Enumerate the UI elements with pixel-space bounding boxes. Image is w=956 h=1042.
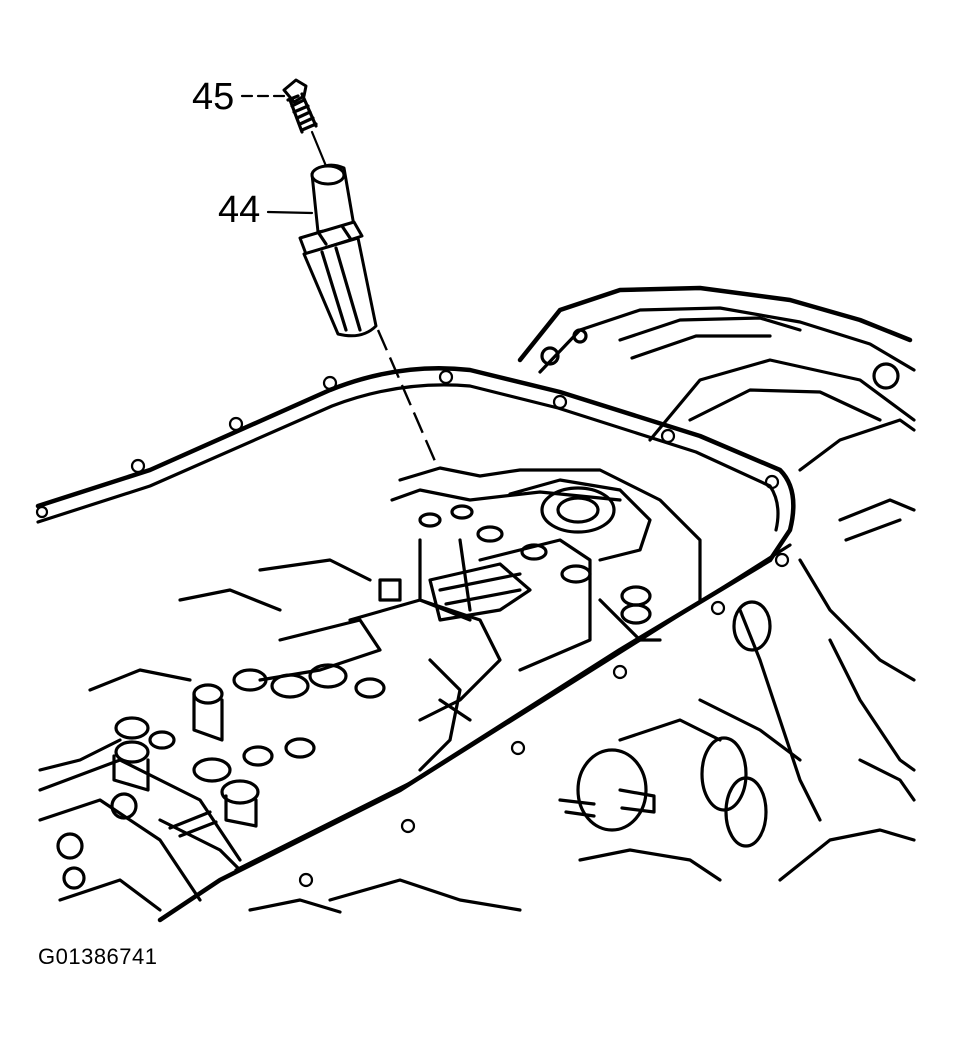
sensor-44: [298, 163, 378, 338]
figure-id: G01386741: [38, 944, 158, 969]
callout-45-label: 45: [192, 76, 234, 118]
callout-44-label: 44: [218, 189, 260, 231]
transmission-case: [35, 285, 916, 923]
bolt-45: [282, 78, 318, 134]
callout-44-leader: [266, 210, 314, 215]
installation-line: [376, 329, 440, 469]
bolt-alignment-line: [310, 130, 328, 168]
